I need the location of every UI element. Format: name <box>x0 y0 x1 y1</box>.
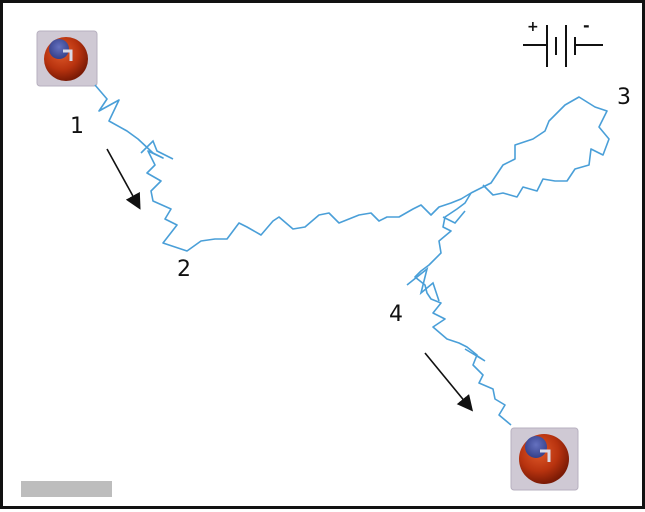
path-branch-1-2 <box>94 84 472 252</box>
path-branch-4-fork-c <box>464 348 486 362</box>
arrow-upper <box>106 148 141 210</box>
battery-minus-label: - <box>583 16 590 35</box>
battery-plus-label: + <box>527 19 539 35</box>
scale-bar <box>21 481 112 497</box>
electrode-bottom-right <box>510 427 579 491</box>
path-branch-3 <box>470 96 610 198</box>
diagram-svg: + - <box>36 16 610 491</box>
path-branch-4-fork-a <box>442 210 466 224</box>
node-label-2: 2 <box>177 257 191 282</box>
arrow-lower <box>424 352 474 412</box>
path-branch-1-fork <box>140 139 174 160</box>
path-branch-4 <box>414 192 512 426</box>
node-label-3: 3 <box>617 85 631 110</box>
battery-icon <box>523 25 603 67</box>
electrode-top-left <box>36 30 98 87</box>
node-label-1: 1 <box>70 114 84 139</box>
path-branch-4-fork-b <box>406 266 440 302</box>
node-label-4: 4 <box>389 302 403 327</box>
